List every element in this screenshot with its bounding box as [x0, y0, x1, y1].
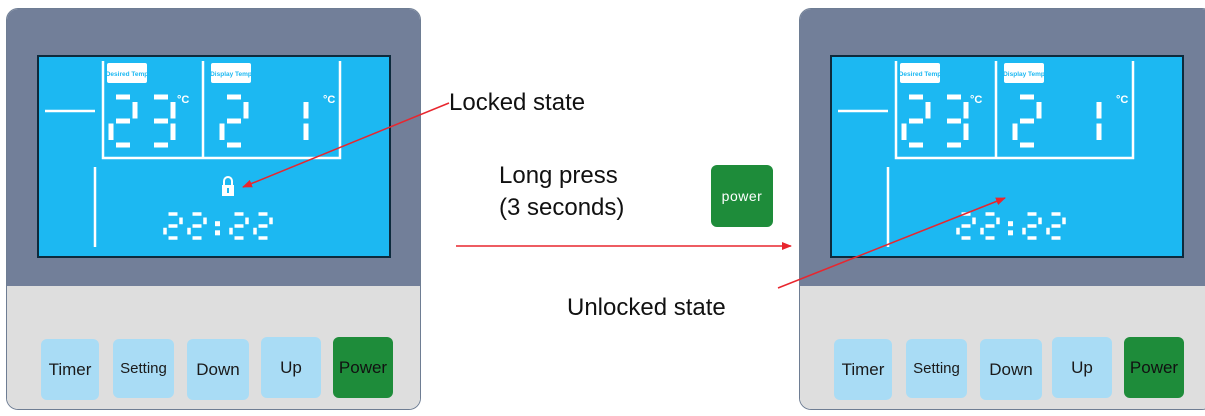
- desired-temp-tag: Desired Temp: [899, 63, 942, 83]
- desired-temp-value: [108, 94, 176, 148]
- thermostat-panel-unlocked: Desired Temp Display Temp °C °C Timer Setti…: [799, 8, 1205, 410]
- svg-text:Display Temp: Display Temp: [1003, 71, 1045, 78]
- locked-state-label: Locked state: [449, 89, 586, 116]
- down-button[interactable]: Down: [187, 339, 249, 400]
- lock-icon: [222, 176, 234, 196]
- panel-top: Desired Temp Display Temp °C °C: [7, 9, 420, 286]
- long-press-label: Long press: [499, 162, 618, 189]
- button-strip: Timer Setting Down Up Power: [7, 286, 420, 409]
- display-temp-unit: °C: [323, 94, 335, 106]
- svg-text:Desired Temp: Desired Temp: [106, 71, 149, 78]
- display-temp-unit: °C: [1116, 94, 1128, 106]
- lcd-screen: Desired Temp Display Temp °C °C: [830, 55, 1184, 258]
- lcd-graphics: Desired Temp Display Temp °C °C: [45, 61, 342, 247]
- thermostat-panel-locked: Desired Temp Display Temp °C °C Timer Setti…: [6, 8, 421, 410]
- unlocked-state-label: Unlocked state: [567, 294, 726, 321]
- long-press-duration-label: (3 seconds): [499, 194, 625, 221]
- setting-button[interactable]: Setting: [113, 339, 174, 398]
- display-temp-value: [219, 94, 309, 148]
- up-button[interactable]: Up: [1052, 337, 1112, 398]
- timer-button[interactable]: Timer: [41, 339, 99, 400]
- desired-temp-tag: Desired Temp: [106, 63, 149, 83]
- lcd-graphics: Desired Temp Display Temp °C °C: [838, 61, 1135, 247]
- svg-text:Display Temp: Display Temp: [210, 71, 252, 78]
- desired-temp-value: [901, 94, 969, 148]
- display-temp-value: [1012, 94, 1102, 148]
- setting-button[interactable]: Setting: [906, 339, 967, 398]
- clock-value: [956, 212, 1066, 240]
- down-button[interactable]: Down: [980, 339, 1042, 400]
- button-strip: Timer Setting Down Up Power: [800, 286, 1205, 409]
- timer-button[interactable]: Timer: [834, 339, 892, 400]
- panel-top: Desired Temp Display Temp °C °C: [800, 9, 1205, 286]
- display-temp-tag: Display Temp: [210, 63, 252, 83]
- svg-text:Desired Temp: Desired Temp: [899, 71, 942, 78]
- power-button[interactable]: Power: [333, 337, 393, 398]
- desired-temp-unit: °C: [970, 94, 982, 106]
- lcd-screen: Desired Temp Display Temp °C °C: [37, 55, 391, 258]
- clock-value: [163, 212, 273, 240]
- lcd-frame-lines: [45, 61, 342, 247]
- power-button[interactable]: Power: [1124, 337, 1184, 398]
- lcd-frame-lines: [838, 61, 1135, 247]
- power-badge: power: [711, 165, 773, 227]
- desired-temp-unit: °C: [177, 94, 189, 106]
- up-button[interactable]: Up: [261, 337, 321, 398]
- display-temp-tag: Display Temp: [1003, 63, 1045, 83]
